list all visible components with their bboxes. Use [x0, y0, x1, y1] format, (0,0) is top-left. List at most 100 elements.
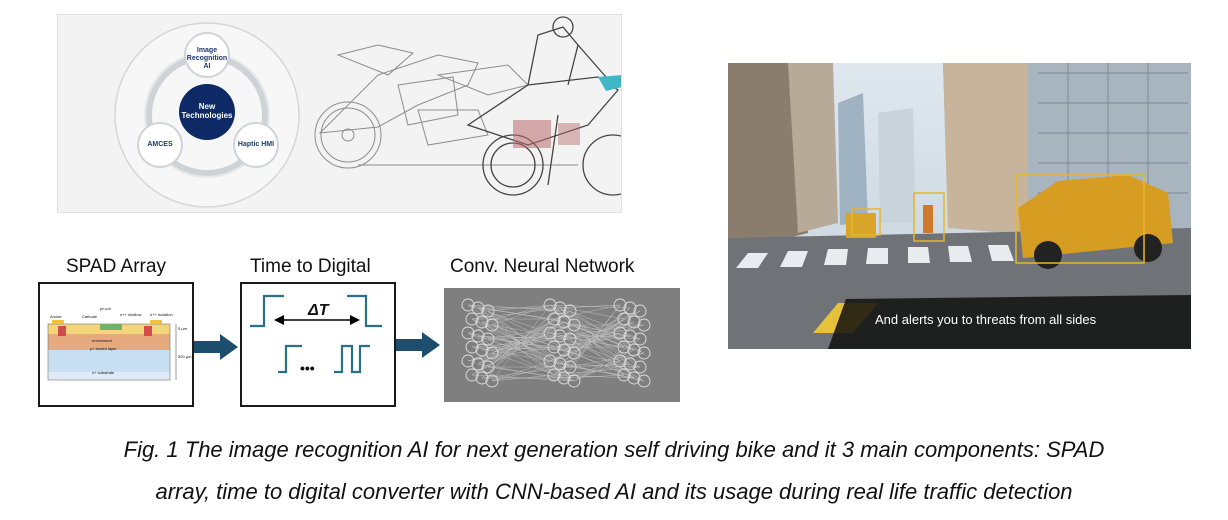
- cnn-connection: [563, 374, 625, 379]
- cnn-neuron: [475, 343, 489, 357]
- street-video-caption: And alerts you to threats from all sides: [875, 312, 1097, 327]
- spad-label-n-shallow: n++ shallow: [120, 312, 142, 317]
- street-detection-photo: [728, 63, 1191, 349]
- cnn-neuron: [481, 304, 495, 318]
- cnn-neuron: [485, 318, 499, 332]
- arrow-spad-to-tdc: [194, 334, 238, 360]
- cnn-neuron: [465, 340, 479, 354]
- cnn-neuron: [627, 371, 641, 385]
- cnn-neuron: [465, 312, 479, 326]
- cnn-connection: [491, 304, 551, 382]
- cnn-connection: [569, 363, 631, 368]
- node-new-technologies: New Technologies: [181, 102, 233, 120]
- cnn-connection: [487, 304, 551, 312]
- cnn-neuron: [613, 298, 627, 312]
- cnn-neuron: [547, 312, 561, 326]
- cnn-neuron: [465, 368, 479, 382]
- cnn-neuron: [617, 368, 631, 382]
- cnn-neuron: [633, 304, 647, 318]
- cnn-neuron: [563, 360, 577, 374]
- cnn-graphic: [444, 288, 680, 402]
- cnn-connection: [573, 318, 625, 354]
- cnn-neuron: [471, 301, 485, 315]
- spad-label-pn: pn p/n: [100, 306, 112, 311]
- cnn-connection: [491, 374, 555, 382]
- spad-label-n-substrate: n+ substrate: [92, 370, 115, 375]
- cnn-neuron: [637, 374, 651, 388]
- cnn-neuron: [543, 354, 557, 368]
- cnn-connection: [569, 310, 641, 340]
- cnn-connection: [549, 332, 621, 362]
- cnn-neuron: [553, 357, 567, 371]
- cnn-neuron: [617, 340, 631, 354]
- cnn-neuron: [553, 329, 567, 343]
- cnn-neuron: [485, 374, 499, 388]
- cnn-neuron: [617, 312, 631, 326]
- cnn-neuron: [543, 326, 557, 340]
- spad-array-box: Anode Cathode pn p/n n++ shallow n++ iso…: [38, 282, 194, 407]
- cnn-neuron: [613, 354, 627, 368]
- cnn-neuron: [623, 301, 637, 315]
- spad-cross-section: [47, 320, 177, 381]
- cnn-neuron: [627, 315, 641, 329]
- cnn-neuron: [557, 371, 571, 385]
- spad-label-cathode: Cathode: [82, 314, 98, 319]
- cnn-neuron: [481, 332, 495, 346]
- node-haptic-hmi: Haptic HMI: [237, 141, 275, 148]
- spad-array-title: SPAD Array: [66, 256, 166, 277]
- cnn-neuron: [475, 371, 489, 385]
- cnn-neuron: [567, 318, 581, 332]
- cnn-neuron: [557, 315, 571, 329]
- cnn-neuron: [485, 346, 499, 360]
- cnn-neuron: [567, 346, 581, 360]
- cnn-title: Conv. Neural Network: [450, 256, 635, 277]
- cnn-connection: [573, 360, 621, 382]
- cnn-neuron: [471, 357, 485, 371]
- cnn-neuron: [553, 301, 567, 315]
- cnn-neuron: [633, 332, 647, 346]
- tdc-ellipsis: •••: [300, 360, 315, 376]
- cnn-neuron: [471, 329, 485, 343]
- cnn-neuron: [461, 326, 475, 340]
- node-amces: AMCES: [147, 141, 173, 148]
- cnn-neuron: [633, 360, 647, 374]
- figure-caption-line1: Fig. 1 The image recognition AI for next…: [123, 437, 1105, 462]
- cnn-neuron: [623, 357, 637, 371]
- cnn-connection: [563, 304, 621, 379]
- street-scene: [728, 63, 1191, 349]
- cnn-neuron: [547, 368, 561, 382]
- cnn-network-svg: [461, 298, 651, 388]
- spad-label-enrichment: enrichment: [92, 338, 112, 343]
- technologies-panel: Image Recognition AI New Technologies AM…: [57, 14, 622, 213]
- cnn-neuron: [623, 329, 637, 343]
- cnn-neuron: [637, 346, 651, 360]
- figure-caption-line2: array, time to digital converter with CN…: [155, 479, 1073, 504]
- cnn-neuron: [481, 360, 495, 374]
- cnn-neuron: [547, 340, 561, 354]
- arrow-tdc-to-cnn: [396, 332, 440, 358]
- cnn-connection: [559, 304, 621, 309]
- spad-label-anode: Anode: [50, 314, 62, 319]
- tdc-delta-t-label: ΔT: [308, 302, 329, 319]
- cnn-neuron: [563, 304, 577, 318]
- cnn-neuron: [557, 343, 571, 357]
- cnn-neuron: [461, 354, 475, 368]
- cnn-neuron: [543, 298, 557, 312]
- cnn-connection: [573, 307, 631, 354]
- cnn-neuron: [613, 326, 627, 340]
- spad-label-n-isolation: n++ isolation: [150, 312, 173, 317]
- cnn-neuron: [637, 318, 651, 332]
- cnn-neuron: [563, 332, 577, 346]
- cnn-connection: [553, 304, 621, 320]
- cnn-connection: [573, 349, 635, 382]
- spad-label-dim1: 5 µm: [178, 326, 187, 331]
- technologies-diagram: [114, 16, 621, 208]
- cnn-neuron: [461, 298, 475, 312]
- spad-label-dim2: 500 µm: [178, 354, 192, 359]
- spad-label-p-buried: p+ buried layer: [90, 346, 117, 351]
- node-image-recognition-ai: Image Recognition AI: [186, 47, 228, 70]
- time-to-digital-title: Time to Digital: [250, 256, 371, 277]
- cnn-neuron: [475, 315, 489, 329]
- cnn-neuron: [627, 343, 641, 357]
- cnn-neuron: [567, 374, 581, 388]
